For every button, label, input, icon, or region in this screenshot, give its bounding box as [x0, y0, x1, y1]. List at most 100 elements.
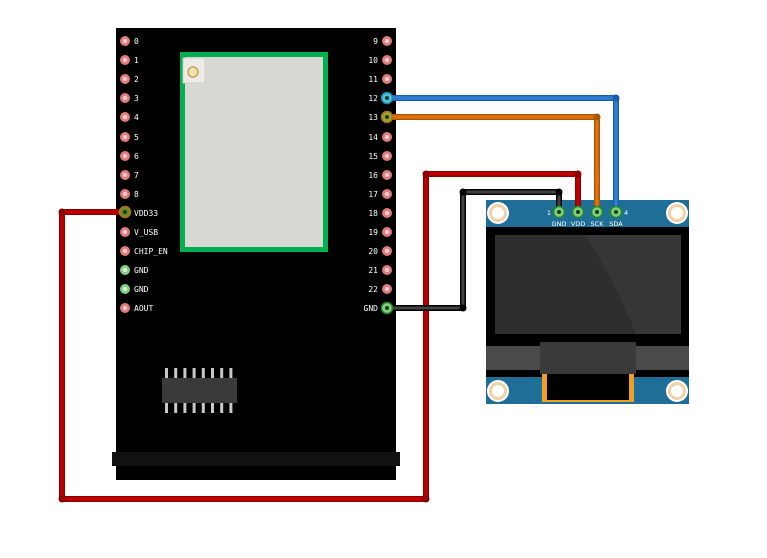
pin-right-16[interactable]: 16	[368, 170, 392, 180]
pin-left-7[interactable]: 7	[120, 170, 139, 180]
ic-leg	[220, 403, 224, 413]
pin-label: 11	[368, 75, 378, 84]
oled-glare	[585, 235, 681, 334]
pin-hole-icon	[384, 134, 390, 140]
pin-left-chip-en[interactable]: CHIP_EN	[120, 246, 168, 256]
pin-hole-icon	[384, 286, 390, 292]
pin-hole-icon	[122, 229, 128, 235]
pin-hole-icon	[384, 191, 390, 197]
pin-label: 9	[373, 37, 378, 46]
pin-hole-icon	[595, 210, 599, 214]
pin-left-4[interactable]: 4	[120, 112, 139, 122]
pin-hole-icon	[122, 191, 128, 197]
ic-leg	[211, 403, 214, 413]
pin-hole-icon	[384, 267, 390, 273]
pin-right-15[interactable]: 15	[368, 151, 392, 161]
pin-hole-icon	[122, 76, 128, 82]
oled-pin-first-number: 1	[547, 209, 551, 217]
pin-hole-icon	[122, 114, 128, 120]
ic-leg	[183, 368, 187, 378]
pin-right-11[interactable]: 11	[368, 74, 392, 84]
pin-hole-icon	[122, 57, 128, 63]
pin-label: CHIP_EN	[134, 247, 168, 256]
pin-label: 3	[134, 94, 139, 103]
pin-left-8[interactable]: 8	[120, 189, 139, 199]
wire-bend-point	[574, 170, 582, 178]
pin-right-17[interactable]: 17	[368, 189, 392, 199]
pin-right-20[interactable]: 20	[368, 246, 392, 256]
pin-label: 20	[368, 247, 378, 256]
pin-left-gnd[interactable]: GND	[120, 284, 149, 294]
ic-leg	[229, 403, 233, 413]
wire-bend-point	[58, 208, 66, 216]
usb-connector-ledge	[112, 452, 400, 466]
pin-hole-icon	[614, 210, 618, 214]
pin-left-2[interactable]: 2	[120, 74, 139, 84]
pin-right-14[interactable]: 14	[368, 132, 392, 142]
pin-label: 22	[368, 285, 378, 294]
wire-bend-point	[555, 188, 563, 196]
connected-pin-highlights	[118, 91, 623, 315]
pin-hole-icon	[123, 210, 127, 214]
pin-left-5[interactable]: 5	[120, 132, 139, 142]
pin-left-0[interactable]: 0	[120, 36, 139, 46]
ic-leg	[174, 368, 178, 378]
pin-right-18[interactable]: 18	[368, 208, 392, 218]
wireless-module-shield	[185, 57, 323, 247]
pin-right-10[interactable]: 10	[368, 55, 392, 65]
wire-bend-point	[459, 188, 467, 196]
wire-bend-point	[422, 495, 430, 503]
pin-hole-icon	[385, 115, 389, 119]
pin-label: 18	[368, 209, 378, 218]
ic-chip-body	[162, 378, 237, 403]
ic-leg	[165, 403, 168, 413]
pin-left-3[interactable]: 3	[120, 93, 139, 103]
oled-pin-last-number: 4	[624, 209, 628, 217]
pin-left-1[interactable]: 1	[120, 55, 139, 65]
pin-hole-icon	[122, 286, 128, 292]
wire-13-to-sck[interactable]	[387, 114, 600, 212]
ic-leg	[192, 368, 196, 378]
pin-right-21[interactable]: 21	[368, 265, 392, 275]
ic-chip-legs	[165, 368, 233, 413]
pin-label: 15	[368, 152, 378, 161]
pin-label: 16	[368, 171, 378, 180]
pin-hole-icon	[385, 96, 389, 100]
pin-label: GND	[134, 266, 149, 275]
pin-left-gnd[interactable]: GND	[120, 265, 149, 275]
oled-pin-label: SCK	[591, 220, 605, 228]
pin-label: 4	[134, 113, 139, 122]
wire-bend-point	[459, 304, 467, 312]
oled-pin-label: SDA	[609, 220, 623, 228]
pin-hole-icon	[384, 229, 390, 235]
pin-hole-icon	[384, 76, 390, 82]
ic-leg	[201, 403, 205, 413]
pin-label: 5	[134, 133, 139, 142]
pin-right-22[interactable]: 22	[368, 284, 392, 294]
pin-label: 7	[134, 171, 139, 180]
ic-leg	[183, 403, 187, 413]
pin-label: 1	[134, 56, 139, 65]
pin-left-6[interactable]: 6	[120, 151, 139, 161]
pin-hole-icon	[122, 248, 128, 254]
pin-label: GND	[364, 304, 379, 313]
pin-label: GND	[134, 285, 149, 294]
mounting-hole-icon	[487, 380, 509, 402]
wires	[58, 94, 620, 503]
pin-label: 2	[134, 75, 139, 84]
wire-bend-point	[422, 170, 430, 178]
pin-hole-icon	[122, 95, 128, 101]
pin-label: 0	[134, 37, 139, 46]
pin-left-v-usb[interactable]: V_USB	[120, 227, 158, 237]
pin-label: 13	[368, 113, 378, 122]
pin-hole-icon	[122, 267, 128, 273]
pin-left-aout[interactable]: AOUT	[120, 303, 153, 313]
oled-bezel-center	[540, 342, 636, 374]
pin-right-19[interactable]: 19	[368, 227, 392, 237]
flex-cable-inner	[547, 374, 629, 400]
oled-pin-label: GND	[552, 220, 567, 228]
pin-right-9[interactable]: 9	[373, 36, 392, 46]
pin-hole-icon	[384, 172, 390, 178]
